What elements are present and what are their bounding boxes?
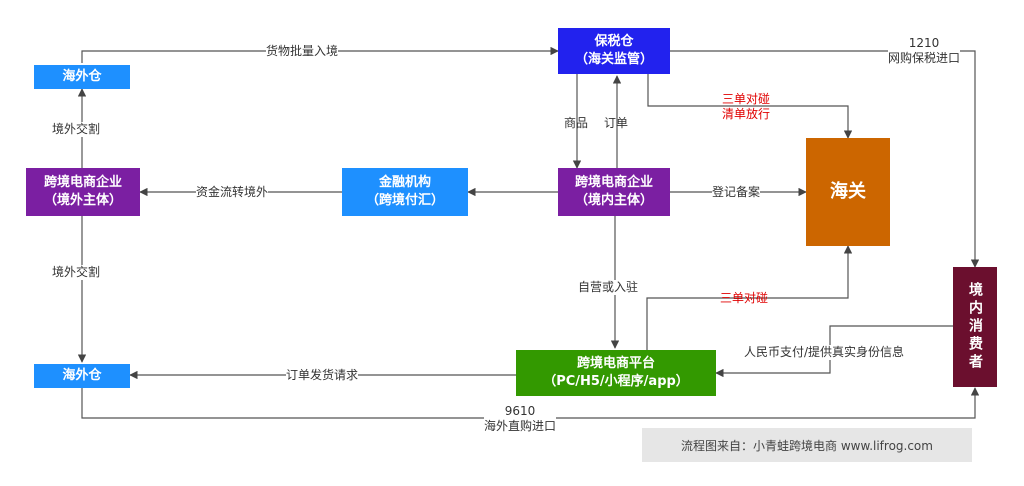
node-financial-line2: （跨境付汇）	[365, 193, 444, 208]
node-domestic-entity-line2: （境内主体）	[574, 193, 653, 208]
node-overseas-warehouse-bottom-label: 海外仓	[62, 368, 102, 383]
edge-label-9610-code: 9610	[484, 404, 557, 419]
node-financial-institution: 金融机构 （跨境付汇）	[342, 168, 468, 216]
edge-label-three-match-bottom: 三单对碰	[720, 291, 769, 305]
edge-label-three-match-top-1: 三单对碰	[722, 92, 771, 106]
node-platform-line2: （PC/H5/小程序/app）	[543, 374, 689, 389]
edge-label-bulk-entry: 货物批量入境	[266, 44, 339, 59]
node-bonded-warehouse: 保税仓 （海关监管）	[558, 28, 670, 74]
node-bonded-warehouse-line1: 保税仓	[594, 34, 634, 49]
edge-label-9610: 9610 海外直购进口	[484, 404, 557, 434]
source-footer: 流程图来自：小青蛙跨境电商 www.lifrog.com	[642, 428, 972, 462]
edge-label-payment: 人民币支付/提供真实身份信息	[744, 345, 905, 360]
edge-label-three-match-top: 三单对碰 清单放行	[722, 92, 770, 122]
edge-label-1210: 1210 网购保税进口	[888, 36, 961, 66]
node-domestic-consumer-label: 境内消费者	[967, 282, 983, 372]
edge-label-1210-name: 网购保税进口	[888, 51, 961, 66]
edge-label-delivery-top: 境外交割	[52, 122, 101, 137]
node-bonded-warehouse-line2: （海关监管）	[574, 52, 653, 67]
node-domestic-consumer: 境内消费者	[953, 267, 997, 387]
edge-label-9610-name: 海外直购进口	[484, 419, 557, 434]
node-domestic-entity-line1: 跨境电商企业	[574, 175, 653, 190]
node-platform-line1: 跨境电商平台	[576, 356, 655, 371]
node-ecommerce-platform: 跨境电商平台 （PC/H5/小程序/app）	[516, 350, 716, 396]
node-overseas-warehouse-top-label: 海外仓	[62, 69, 102, 84]
edge-label-registration: 登记备案	[712, 185, 761, 200]
node-overseas-warehouse-bottom: 海外仓	[34, 364, 130, 388]
node-customs-label: 海关	[830, 181, 866, 202]
node-financial-line1: 金融机构	[378, 175, 431, 190]
node-domestic-entity: 跨境电商企业 （境内主体）	[558, 168, 670, 216]
node-customs: 海关	[806, 138, 890, 246]
edge-label-1210-code: 1210	[888, 36, 961, 51]
edge-label-delivery-bottom: 境外交割	[52, 265, 101, 280]
node-overseas-entity-line1: 跨境电商企业	[43, 175, 122, 190]
edge-1210	[670, 50, 980, 268]
node-overseas-entity: 跨境电商企业 （境外主体）	[26, 168, 140, 216]
edge-label-goods: 商品	[564, 116, 589, 130]
node-overseas-warehouse-top: 海外仓	[34, 65, 130, 89]
node-overseas-entity-line2: （境外主体）	[43, 193, 122, 208]
edge-label-order: 订单	[604, 116, 629, 130]
source-footer-text: 流程图来自：小青蛙跨境电商 www.lifrog.com	[681, 438, 933, 453]
edge-label-self-operated: 自营或入驻	[578, 280, 639, 295]
edge-label-shipping-request: 订单发货请求	[286, 368, 359, 383]
edge-three-match-bottom	[646, 245, 853, 350]
edge-bulk-entry	[81, 46, 559, 63]
edge-label-three-match-top-2: 清单放行	[722, 107, 771, 121]
edge-label-fund-transfer: 资金流转境外	[196, 185, 269, 200]
edge-three-match-top	[647, 74, 853, 139]
